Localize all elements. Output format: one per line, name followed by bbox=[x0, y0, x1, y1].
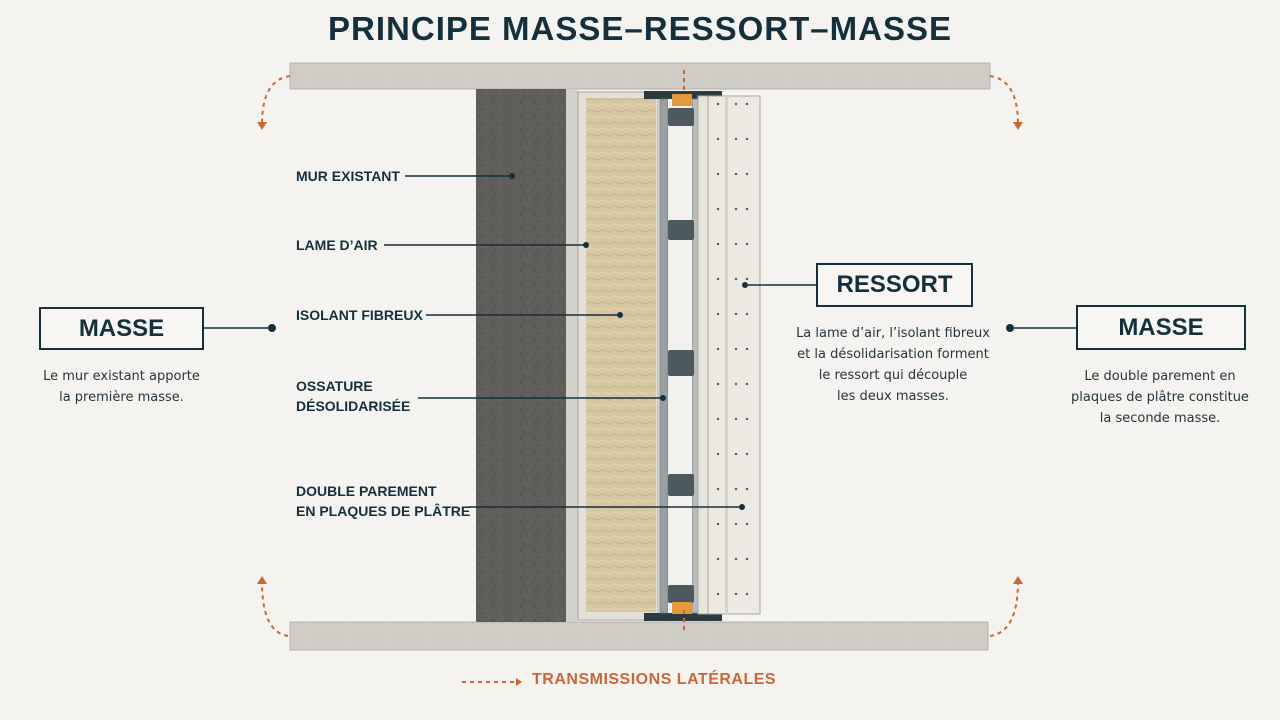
screw-dot bbox=[734, 137, 738, 141]
screw-dot bbox=[716, 557, 720, 561]
frame-rail-bottom bbox=[644, 613, 722, 621]
ressort-desc-line: les deux masses. bbox=[837, 389, 949, 404]
legend-transmissions-laterales: TRANSMISSIONS LATÉRALES bbox=[532, 671, 777, 688]
clips bbox=[668, 108, 694, 603]
plasterboard-outer bbox=[707, 95, 761, 615]
screw-dot bbox=[716, 382, 720, 386]
stud-left bbox=[659, 98, 669, 614]
ressort-box: RESSORT bbox=[816, 263, 973, 307]
ressort-desc-line: La lame d’air, l’isolant fibreux bbox=[796, 326, 990, 341]
screw-dot bbox=[716, 592, 720, 596]
ressort-desc-line: le ressort qui découple bbox=[818, 368, 968, 383]
legend-arrow-head bbox=[516, 678, 522, 686]
label-parement-line2: EN PLAQUES DE PLÂTRE bbox=[296, 503, 471, 519]
screw-dot bbox=[716, 452, 720, 456]
screw-dot bbox=[716, 242, 720, 246]
masse-left-desc-line: Le mur existant apporte bbox=[43, 369, 200, 384]
lateral-transmission-arrows bbox=[261, 70, 1019, 637]
screw-dot bbox=[734, 522, 738, 526]
screw-dot bbox=[734, 207, 738, 211]
screw-dot bbox=[745, 382, 749, 386]
screw-dot bbox=[745, 242, 749, 246]
screw-dot bbox=[745, 172, 749, 176]
air-gap bbox=[566, 89, 578, 622]
masse-right-desc-line: plaques de plâtre constitue bbox=[1071, 390, 1249, 405]
label-mur-existant: MUR EXISTANT bbox=[296, 168, 400, 184]
screw-dot bbox=[734, 242, 738, 246]
screw-dot bbox=[745, 137, 749, 141]
screw-dot bbox=[716, 522, 720, 526]
screw-dot bbox=[716, 277, 720, 281]
screw-dot bbox=[745, 452, 749, 456]
bottom-slab bbox=[289, 621, 989, 651]
top-slab bbox=[289, 62, 991, 90]
screw-dot bbox=[745, 277, 749, 281]
label-ossature: OSSATURE DÉSOLIDARISÉE bbox=[296, 376, 410, 416]
screw-dot bbox=[745, 592, 749, 596]
screw-dot bbox=[745, 312, 749, 316]
screw-dot bbox=[716, 207, 720, 211]
masse-left-desc: Le mur existant apporte la première mass… bbox=[14, 366, 229, 408]
screw-dot bbox=[734, 487, 738, 491]
screw-dot bbox=[745, 557, 749, 561]
label-parement-line1: DOUBLE PAREMENT bbox=[296, 483, 437, 499]
resilient-strip-bottom bbox=[672, 602, 692, 614]
existing-wall bbox=[476, 89, 566, 622]
screw-dot bbox=[734, 312, 738, 316]
screw-dot bbox=[745, 347, 749, 351]
label-double-parement: DOUBLE PAREMENT EN PLAQUES DE PLÂTRE bbox=[296, 481, 470, 521]
screw-dot bbox=[716, 137, 720, 141]
screw-dot bbox=[716, 312, 720, 316]
screw-dot bbox=[734, 102, 738, 106]
leader-dots bbox=[268, 173, 1014, 510]
screw-dot bbox=[745, 207, 749, 211]
label-isolant-fibreux: ISOLANT FIBREUX bbox=[296, 307, 423, 323]
label-ossature-line1: OSSATURE bbox=[296, 378, 373, 394]
masse-right-desc-line: Le double parement en bbox=[1084, 369, 1236, 384]
screw-dot bbox=[734, 417, 738, 421]
screw-dot bbox=[716, 487, 720, 491]
resilient-strip-top bbox=[672, 94, 692, 106]
screw-dot bbox=[734, 452, 738, 456]
screw-dot bbox=[716, 102, 720, 106]
masse-right-desc: Le double parement en plaques de plâtre … bbox=[1052, 366, 1268, 429]
screw-dot bbox=[734, 172, 738, 176]
masse-left-box: MASSE bbox=[39, 307, 204, 350]
screw-dot bbox=[716, 417, 720, 421]
label-lame-air: LAME D’AIR bbox=[296, 237, 378, 253]
plasterboard-inner bbox=[697, 95, 709, 615]
page-title: PRINCIPE MASSE–RESSORT–MASSE bbox=[328, 10, 952, 47]
screw-dot bbox=[734, 382, 738, 386]
ressort-desc-line: et la désolidarisation forment bbox=[797, 347, 989, 362]
screw-dot bbox=[745, 417, 749, 421]
screw-dot bbox=[745, 102, 749, 106]
fibrous-insulation bbox=[586, 98, 656, 612]
screw-dot bbox=[734, 347, 738, 351]
arrow-heads bbox=[257, 122, 1023, 584]
screw-dot bbox=[716, 172, 720, 176]
screw-dot bbox=[716, 347, 720, 351]
masse-right-box: MASSE bbox=[1076, 305, 1246, 350]
plasterboard-gap bbox=[725, 96, 728, 614]
screw-dot bbox=[745, 487, 749, 491]
screw-dot bbox=[745, 522, 749, 526]
screw-dot bbox=[734, 592, 738, 596]
leader-lines bbox=[204, 175, 1076, 508]
label-ossature-line2: DÉSOLIDARISÉE bbox=[296, 398, 411, 414]
screw-dot bbox=[734, 277, 738, 281]
screw-dot bbox=[734, 557, 738, 561]
ressort-desc: La lame d’air, l’isolant fibreux et la d… bbox=[783, 323, 1003, 407]
masse-left-desc-line: la première masse. bbox=[59, 390, 184, 405]
masse-right-desc-line: la seconde masse. bbox=[1099, 411, 1221, 426]
plasterboard-screws bbox=[716, 102, 749, 596]
